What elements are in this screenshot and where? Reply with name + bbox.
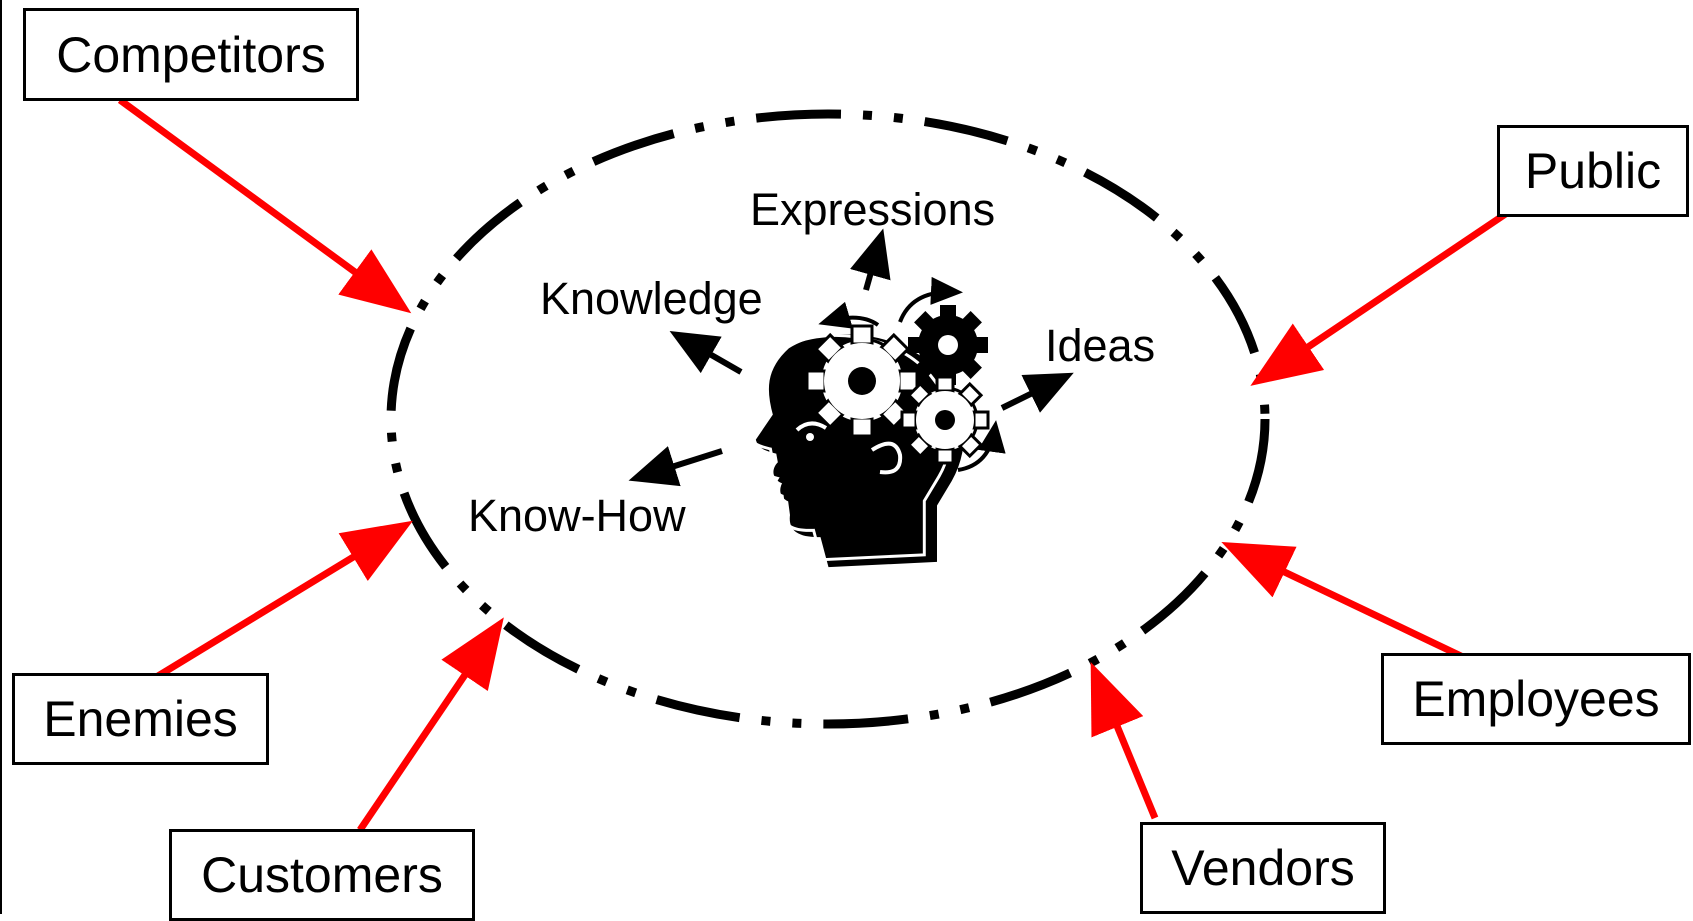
arrow-customers [357,617,504,832]
arrow-knowledge [669,331,743,375]
arrow-competitors [117,97,412,314]
arrow-public [1250,210,1509,386]
vendors-box: Vendors [1140,822,1386,914]
head-with-gears-icon [749,276,1006,568]
arrow-enemies [156,520,413,679]
knowledge-label: Knowledge [540,273,763,324]
employees-label: Employees [1412,671,1660,727]
competitors-box: Competitors [23,8,359,101]
competitors-label: Competitors [56,26,326,83]
employees-box: Employees [1381,653,1691,745]
customers-label: Customers [201,847,443,903]
gear-top-icon [908,305,988,385]
ideas-label: Ideas [1045,320,1156,371]
customers-box: Customers [169,829,475,921]
public-label: Public [1524,143,1662,199]
gear-right-icon [900,375,990,465]
left-border-line [0,0,2,914]
arrow-expressions [850,228,891,291]
arrow-ideas [1000,372,1074,413]
know-how-label: Know-How [468,490,686,541]
red-arrows [117,97,1509,832]
arrow-employees [1221,541,1463,660]
gear-large-icon [805,324,919,438]
enemies-label: Enemies [43,691,238,747]
arrow-know-how [628,446,723,487]
boundary-ellipse [386,109,1270,729]
vendors-label: Vendors [1171,840,1355,896]
black-arrows [628,228,1074,487]
enemies-box: Enemies [12,673,269,765]
arrow-vendors [1090,662,1159,820]
public-box: Public [1497,125,1689,217]
expressions-label: Expressions [750,184,996,235]
